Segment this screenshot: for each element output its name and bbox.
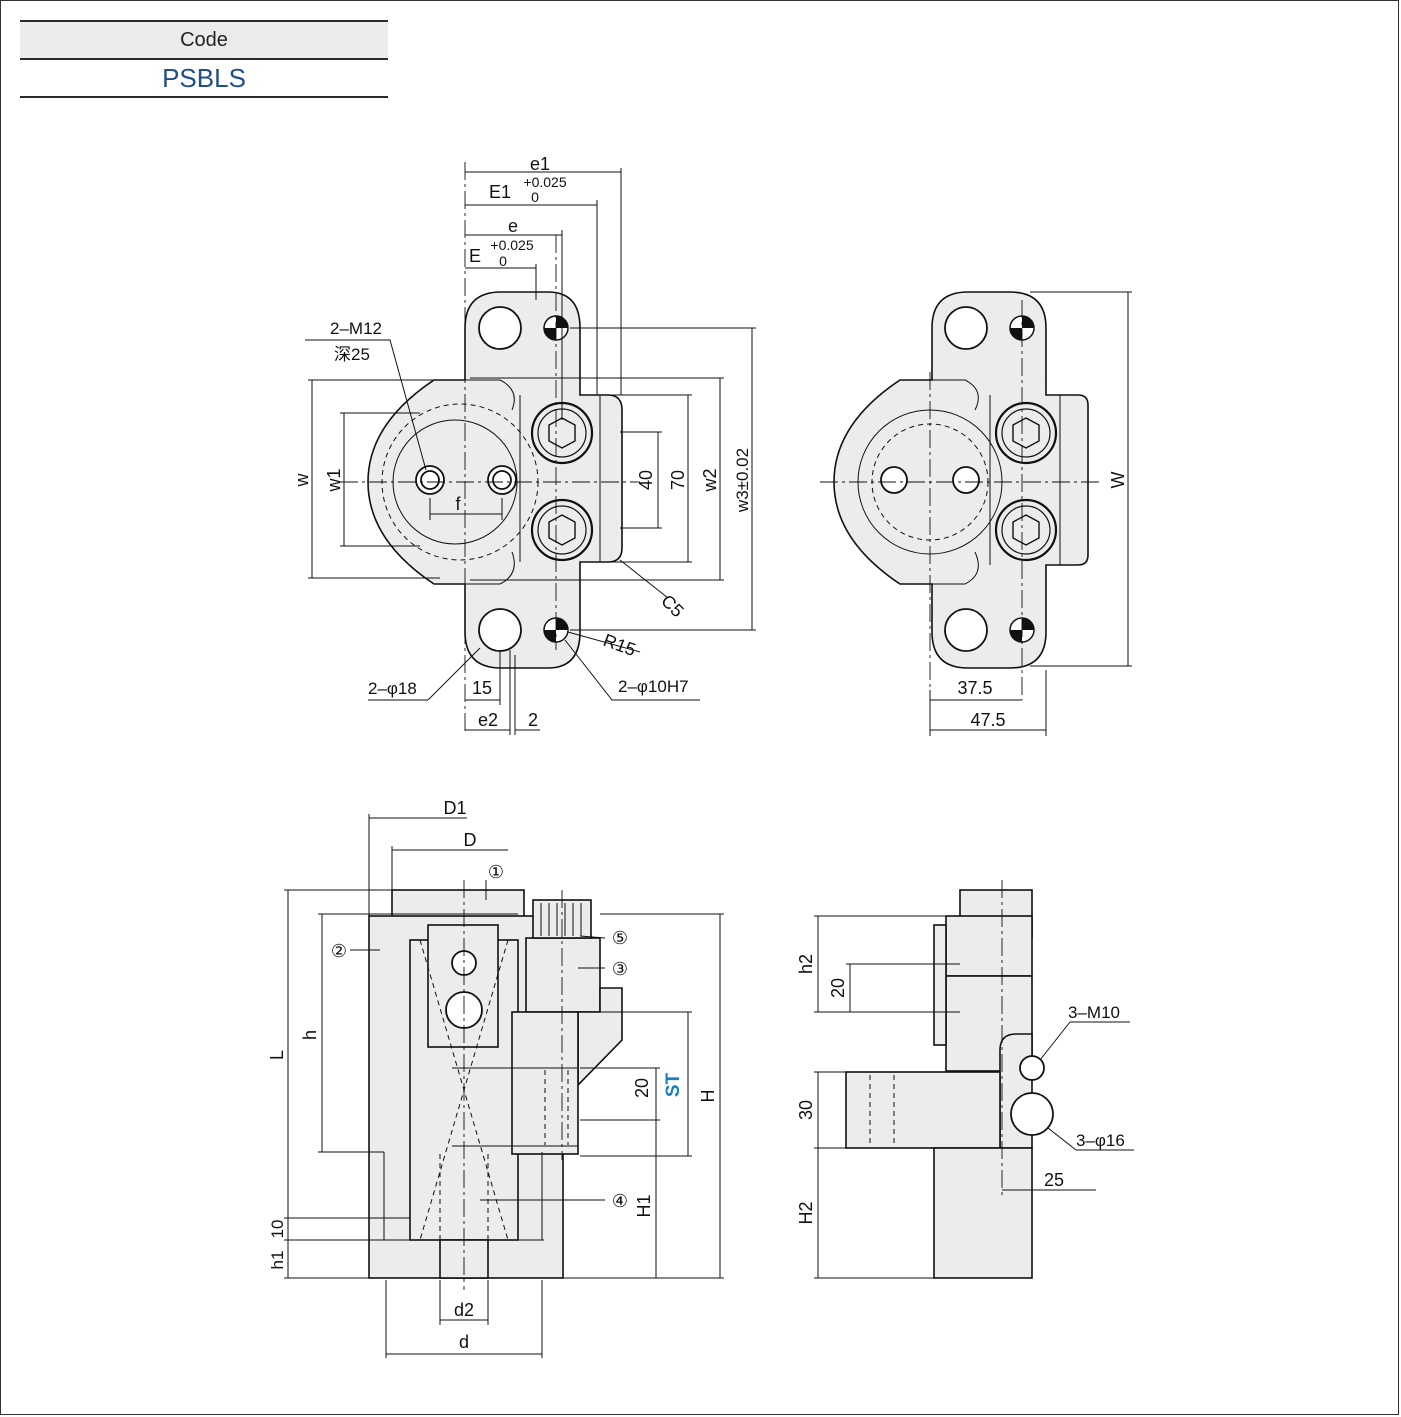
code-table: Code PSBLS — [20, 20, 388, 98]
dim-E-tol-lower: 0 — [499, 253, 507, 269]
note-phi16: 3–φ16 — [1076, 1131, 1125, 1150]
dim-D1: D1 — [443, 798, 466, 818]
code-value: PSBLS — [20, 60, 388, 98]
side-view: h2 20 30 H2 3–M10 3–φ16 25 — [796, 880, 1134, 1279]
m10-hole — [1019, 1055, 1045, 1081]
top-view-bolt-hole-top — [478, 306, 522, 350]
dim-37-5: 37.5 — [957, 678, 992, 698]
side-dimension-lines — [814, 915, 1134, 1279]
top-dimension-lines — [305, 168, 756, 735]
alt-view-bolt-hole-bottom — [944, 608, 988, 652]
dim-47-5: 47.5 — [970, 710, 1005, 730]
m12-hole-left-inner — [420, 470, 440, 490]
top-view-clamp-slot-lower — [434, 551, 515, 585]
alt-dimension-lines — [929, 291, 1132, 736]
dim-ST: ST — [663, 1072, 684, 1097]
alt-cap-screw-top-icon — [994, 401, 1058, 465]
balloon-4: ④ — [612, 1191, 628, 1211]
dim-c5: C5 — [657, 591, 687, 621]
balloon-3: ③ — [612, 959, 628, 979]
note-bore18: 2–φ18 — [368, 679, 417, 698]
balloon-5: ⑤ — [612, 928, 628, 948]
note-dowel: 2–φ10H7 — [618, 677, 689, 696]
dim-d2: d2 — [454, 1300, 474, 1320]
front-dimension-lines — [284, 814, 724, 1358]
m12-hole-right-inner — [492, 470, 512, 490]
code-header: Code — [20, 20, 388, 60]
dim-h1: h1 — [268, 1251, 287, 1270]
dim-10: 10 — [268, 1220, 287, 1239]
dim-h2: h2 — [796, 954, 816, 974]
dim-E: E — [469, 246, 481, 266]
dim-f: f — [455, 494, 461, 514]
cap-screw-top-icon — [530, 401, 594, 465]
dim-w2: w2 — [700, 468, 720, 492]
alt-view-slot-lower — [900, 551, 979, 585]
top-view: e1 E1 +0.025 0 e E +0.025 0 2–M12 深25 w … — [292, 154, 756, 735]
dim-E1-tol-lower: 0 — [531, 189, 539, 205]
dim-25: 25 — [1044, 1170, 1064, 1190]
top-view-bolt-hole-bottom — [478, 608, 522, 652]
knurl-lines — [540, 903, 582, 936]
dim-D: D — [464, 830, 477, 850]
dim-20: 20 — [632, 1078, 652, 1098]
top-view-clamp-slot-upper — [434, 379, 515, 411]
front-view-side-block — [525, 937, 601, 1013]
alt-m12-hole-left — [880, 466, 908, 494]
dim-e2: e2 — [478, 710, 498, 730]
side-view-lower-body — [933, 1147, 1033, 1279]
dim-40: 40 — [636, 470, 656, 490]
dim-H: H — [698, 1090, 718, 1103]
dim-15: 15 — [472, 678, 492, 698]
dim-w: w — [292, 473, 312, 488]
balloon-2: ② — [331, 941, 347, 961]
dim-H2: H2 — [796, 1201, 816, 1224]
dim-w3: w3±0.02 — [733, 448, 752, 513]
dim-d: d — [459, 1332, 469, 1352]
dim-side-20: 20 — [828, 978, 848, 998]
dim-L: L — [267, 1050, 287, 1060]
alt-view-bolt-hole-top — [944, 306, 988, 350]
alt-m12-hole-right — [952, 466, 980, 494]
dim-e1: e1 — [530, 154, 550, 174]
side-view-rib — [933, 924, 947, 1046]
dim-W: W — [1108, 472, 1128, 489]
front-view: D1 D L h 10 h1 20 ST H H1 d2 d ① ② ③ ④ ⑤ — [267, 798, 724, 1358]
alt-cap-screw-bottom-icon — [994, 498, 1058, 562]
dim-2: 2 — [528, 710, 538, 730]
balloon-1: ① — [488, 862, 504, 882]
side-view-flange — [845, 1071, 1001, 1149]
phi16-hole — [1010, 1092, 1054, 1136]
cap-screw-bottom-icon — [530, 498, 594, 562]
thread-note-depth: 深25 — [334, 345, 370, 364]
dim-r15: R15 — [601, 630, 639, 660]
dim-E-tol-upper: +0.025 — [490, 237, 533, 253]
side-view-upper-body — [945, 915, 1033, 977]
clamp-arm-top — [391, 889, 525, 919]
top-view-alt: W 37.5 47.5 — [820, 291, 1132, 736]
dim-70: 70 — [668, 470, 688, 490]
dim-E1-tol-upper: +0.025 — [523, 174, 566, 190]
side-view-hidden-lines — [869, 1075, 895, 1145]
dim-E1: E1 — [489, 182, 511, 202]
dim-30: 30 — [796, 1100, 816, 1120]
thread-note-top: 2–M12 — [330, 319, 382, 338]
note-m10: 3–M10 — [1068, 1003, 1120, 1022]
dim-H1: H1 — [634, 1194, 654, 1217]
dim-w1: w1 — [324, 468, 344, 492]
alt-view-slot-upper — [900, 379, 979, 411]
dim-h: h — [300, 1030, 320, 1040]
dim-e: e — [508, 216, 518, 236]
